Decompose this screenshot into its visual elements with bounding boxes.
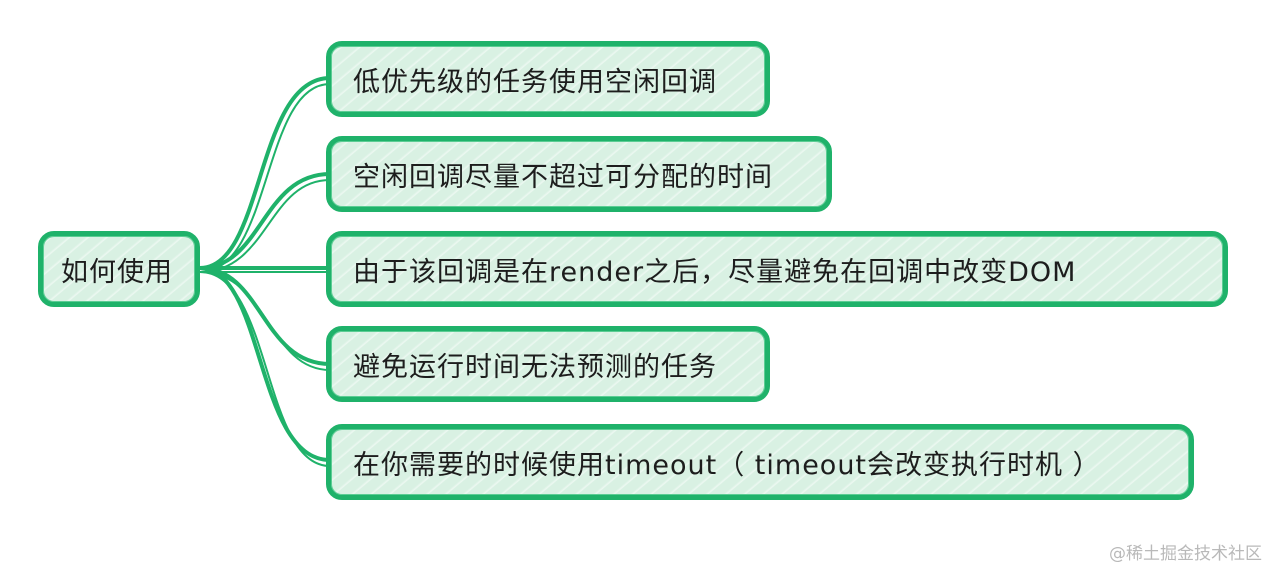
branch-node-3-label: 由于该回调是在render之后，尽量避免在回调中改变DOM — [353, 256, 1077, 288]
branch-node-1-label: 低优先级的任务使用空闲回调 — [353, 66, 717, 98]
connector-line-2 — [198, 172, 332, 270]
connector-line-2b — [199, 179, 331, 273]
branch-node-5-label: 在你需要的时候使用timeout（ timeout会改变执行时机 ） — [353, 449, 1101, 481]
watermark: @稀土掘金技术社区 — [1109, 544, 1262, 564]
connector-line-1 — [198, 76, 332, 270]
connector-line-5 — [198, 266, 332, 462]
branch-node-4: 避免运行时间无法预测的任务 — [326, 326, 770, 402]
branch-node-2-label: 空闲回调尽量不超过可分配的时间 — [353, 161, 773, 193]
branch-node-2: 空闲回调尽量不超过可分配的时间 — [326, 136, 832, 212]
root-node-label: 如何使用 — [61, 256, 173, 288]
branch-node-3: 由于该回调是在render之后，尽量避免在回调中改变DOM — [326, 231, 1228, 307]
connector-line-5b — [199, 271, 331, 467]
branch-node-5: 在你需要的时候使用timeout（ timeout会改变执行时机 ） — [326, 424, 1194, 500]
branch-node-1: 低优先级的任务使用空闲回调 — [326, 41, 770, 117]
root-node: 如何使用 — [38, 231, 200, 307]
branch-node-4-label: 避免运行时间无法预测的任务 — [353, 351, 717, 383]
